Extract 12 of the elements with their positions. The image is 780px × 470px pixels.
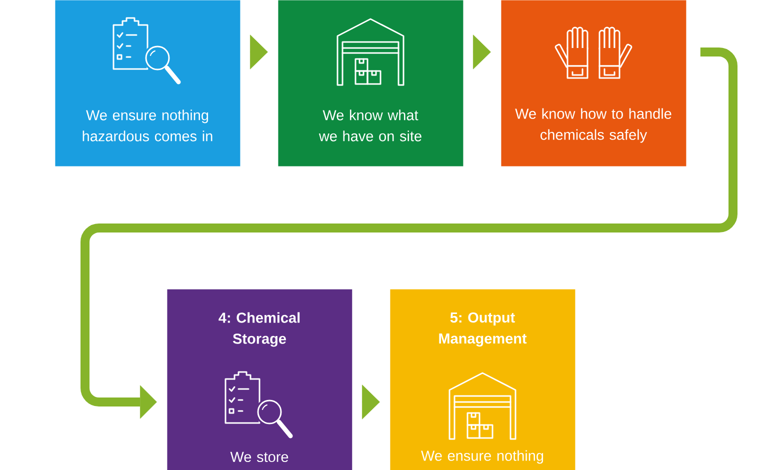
- process-box: 4: Chemical Storage We store: [167, 289, 352, 470]
- node-label: 4: Chemical Storage: [218, 312, 300, 347]
- process-box: 5: Output Management We ensure nothing: [390, 289, 576, 470]
- node-label: We ensure nothing: [421, 450, 544, 464]
- triangle-arrow: [250, 34, 268, 70]
- process-box: We ensure nothing hazardous comes in: [55, 0, 240, 166]
- triangle-arrow: [472, 34, 491, 70]
- process-box: We know what we have on site: [278, 0, 464, 166]
- process-box: We know how to handle chemicals safely: [501, 0, 686, 166]
- triangle-arrow: [362, 384, 380, 420]
- node-label: 5: Output Management: [439, 312, 527, 347]
- node-label: We store: [230, 452, 288, 462]
